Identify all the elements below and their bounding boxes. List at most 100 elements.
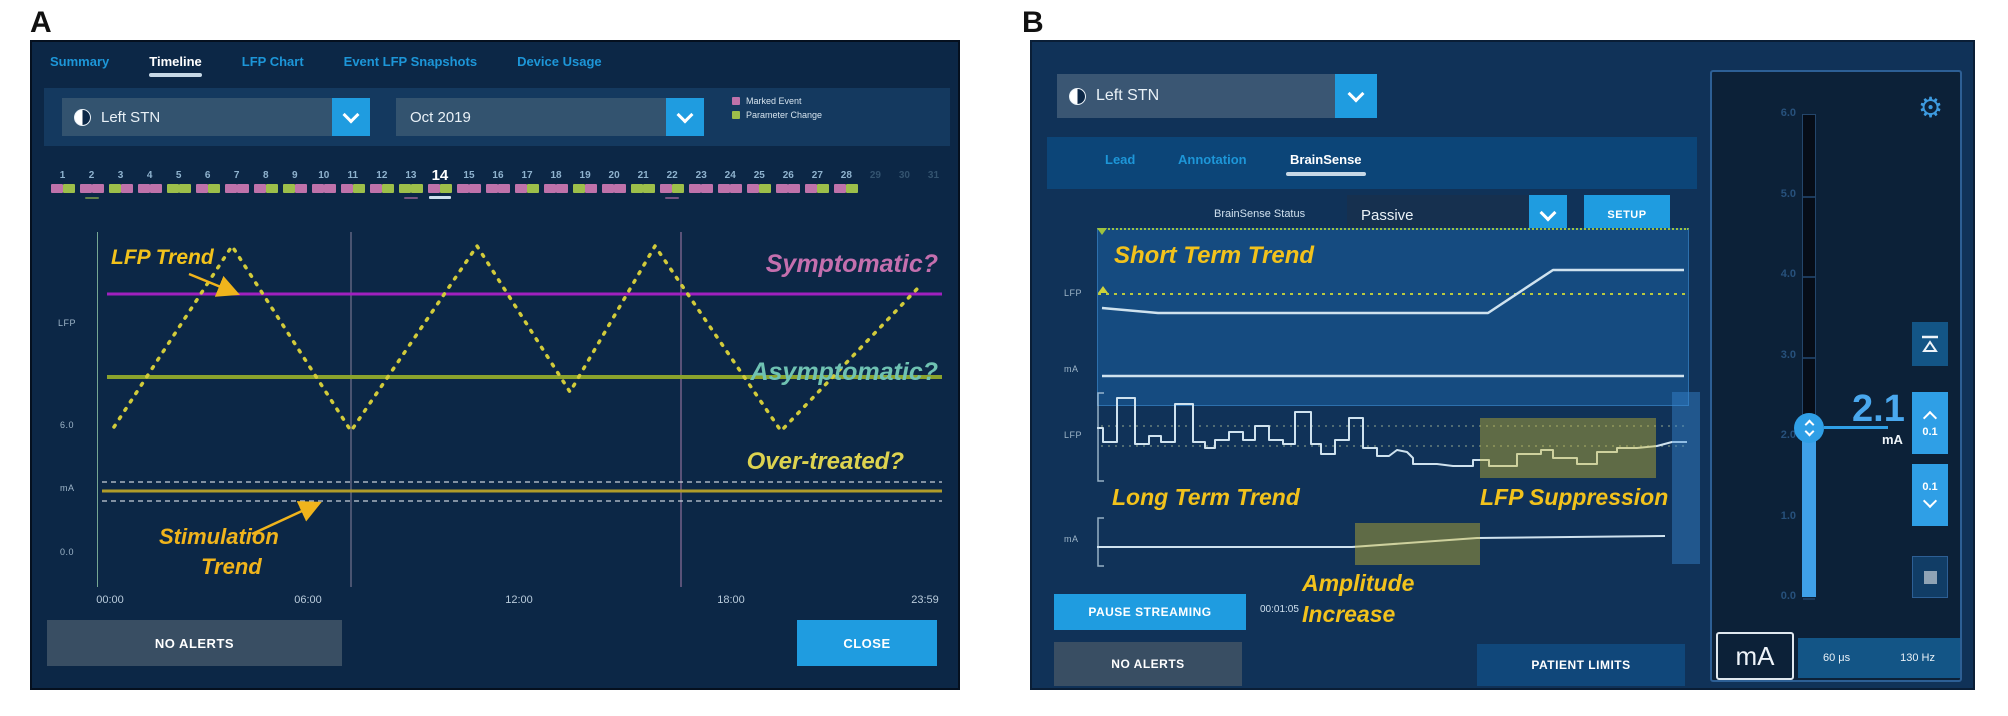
pause-streaming-button[interactable]: PAUSE STREAMING [1054, 594, 1246, 630]
calendar-day-3[interactable]: 3 [106, 168, 135, 199]
calendar-day-26[interactable]: 26 [774, 168, 803, 199]
calendar-day-number: 30 [898, 170, 910, 181]
calendar-day-23[interactable]: 23 [687, 168, 716, 199]
report-tab-device-usage[interactable]: Device Usage [517, 54, 602, 69]
calendar-day-25[interactable]: 25 [745, 168, 774, 199]
report-tab-summary[interactable]: Summary [50, 54, 110, 69]
day-underline-mark [665, 197, 680, 199]
calendar-day-16[interactable]: 16 [483, 168, 512, 199]
calendar-day-1[interactable]: 1 [48, 168, 77, 199]
amplitude-unit: mA [1882, 432, 1903, 447]
gear-icon[interactable]: ⚙ [1918, 92, 1944, 123]
calendar-day-13[interactable]: 13 [396, 168, 425, 199]
mode-tab-annotation[interactable]: Annotation [1178, 152, 1247, 167]
marked-event-block [776, 184, 789, 193]
threshold-marker-icon [1098, 286, 1108, 293]
time-label-0600: 06:00 [294, 594, 322, 606]
mode-tab-lead[interactable]: Lead [1105, 152, 1136, 167]
calendar-day-17[interactable]: 17 [513, 168, 542, 199]
lfp-trend-arrow [188, 272, 240, 297]
marked-event-block [485, 184, 498, 193]
calendar-day-markers [602, 184, 627, 194]
legend-label: Marked Event [746, 96, 802, 106]
calendar-day-number: 2 [88, 170, 95, 181]
chevron-down-icon [342, 106, 360, 124]
calendar-day-markers [660, 184, 685, 194]
report-tab-event-lfp-snapshots[interactable]: Event LFP Snapshots [343, 54, 478, 69]
parameter-change-block [178, 184, 191, 193]
amplitude-increment-button[interactable]: 0.1 [1912, 392, 1948, 454]
patient-limits-button[interactable]: PATIENT LIMITS [1477, 644, 1685, 686]
amplitude-slider-fill [1802, 428, 1816, 597]
calendar-day-2[interactable]: 2 [77, 168, 106, 199]
parameter-change-block [282, 184, 295, 193]
calendar-day-number: 27 [811, 170, 823, 181]
y-label-6: 6.0 [60, 420, 75, 430]
no-alerts-button[interactable]: NO ALERTS [1054, 642, 1242, 686]
calendar-day-27[interactable]: 27 [803, 168, 832, 199]
amplitude-slider-thumb[interactable] [1794, 413, 1824, 443]
month-dropdown[interactable]: Oct 2019 [396, 98, 666, 136]
report-tab-lfp-chart[interactable]: LFP Chart [241, 54, 304, 69]
hemisphere-dropdown[interactable]: Left STN [62, 98, 332, 136]
time-label-2359: 23:59 [911, 594, 939, 606]
stop-stimulation-button[interactable] [1912, 556, 1948, 598]
ramp-hold-button[interactable] [1912, 322, 1948, 366]
calendar-day-21[interactable]: 21 [629, 168, 658, 199]
pulse-width-value[interactable]: 60 μs [1823, 652, 1851, 664]
calendar-day-8[interactable]: 8 [251, 168, 280, 199]
long-term-ma-line [1097, 535, 1666, 548]
unit-mode-box[interactable]: mA [1716, 632, 1794, 680]
scale-tick [1803, 598, 1815, 600]
calendar-day-19[interactable]: 19 [571, 168, 600, 199]
calendar-day-14[interactable]: 14 [425, 168, 454, 199]
calendar-day-28[interactable]: 28 [832, 168, 861, 199]
mode-tabs: Lead Annotation BrainSense [1047, 137, 1697, 189]
close-button[interactable]: CLOSE [797, 620, 937, 666]
chevron-down-icon [1347, 85, 1365, 103]
calendar-day-markers [805, 184, 830, 194]
stim-parameters-strip: 60 μs 130 Hz [1798, 638, 1960, 678]
report-tab-timeline[interactable]: Timeline [149, 54, 202, 77]
long-term-lfp-canvas [1097, 392, 1687, 482]
parameter-change-block [672, 184, 685, 193]
calendar-day-markers [137, 184, 162, 194]
parameter-change-block [573, 184, 586, 193]
calendar-day-markers [747, 184, 772, 194]
hemisphere-dropdown-chevron[interactable] [1335, 74, 1377, 118]
calendar-day-6[interactable]: 6 [193, 168, 222, 199]
calendar-day-number: 1 [59, 170, 66, 181]
calendar-day-number: 23 [695, 170, 707, 181]
calendar-day-4[interactable]: 4 [135, 168, 164, 199]
amplitude-decrement-button[interactable]: 0.1 [1912, 464, 1948, 526]
parameter-change-block [439, 184, 452, 193]
calendar-day-29[interactable]: 29 [861, 168, 890, 199]
calendar-day-5[interactable]: 5 [164, 168, 193, 199]
calendar-day-12[interactable]: 12 [367, 168, 396, 199]
marked-event-block [497, 184, 510, 193]
calendar-day-15[interactable]: 15 [454, 168, 483, 199]
mode-tab-brainsense[interactable]: BrainSense [1286, 152, 1366, 176]
hemisphere-dropdown[interactable]: Left STN [1057, 74, 1335, 118]
calendar-day-18[interactable]: 18 [542, 168, 571, 199]
calendar-day-number: 7 [233, 170, 240, 181]
calendar-day-20[interactable]: 20 [600, 168, 629, 199]
calendar-day-10[interactable]: 10 [309, 168, 338, 199]
calendar-day-30[interactable]: 30 [890, 168, 919, 199]
marked-event-block [236, 184, 249, 193]
scale-tick [1803, 276, 1815, 278]
calendar-day-markers [369, 184, 394, 194]
calendar-day-24[interactable]: 24 [716, 168, 745, 199]
no-alerts-button[interactable]: NO ALERTS [47, 620, 342, 666]
rate-value[interactable]: 130 Hz [1900, 652, 1935, 664]
marked-event-block [585, 184, 598, 193]
calendar-day-number: 13 [405, 170, 417, 181]
stop-icon [1923, 570, 1937, 584]
calendar-day-9[interactable]: 9 [280, 168, 309, 199]
calendar-day-22[interactable]: 22 [658, 168, 687, 199]
month-dropdown-chevron[interactable] [666, 98, 704, 136]
calendar-day-31[interactable]: 31 [919, 168, 948, 199]
calendar-day-11[interactable]: 11 [338, 168, 367, 199]
calendar-day-7[interactable]: 7 [222, 168, 251, 199]
hemisphere-dropdown-chevron[interactable] [332, 98, 370, 136]
